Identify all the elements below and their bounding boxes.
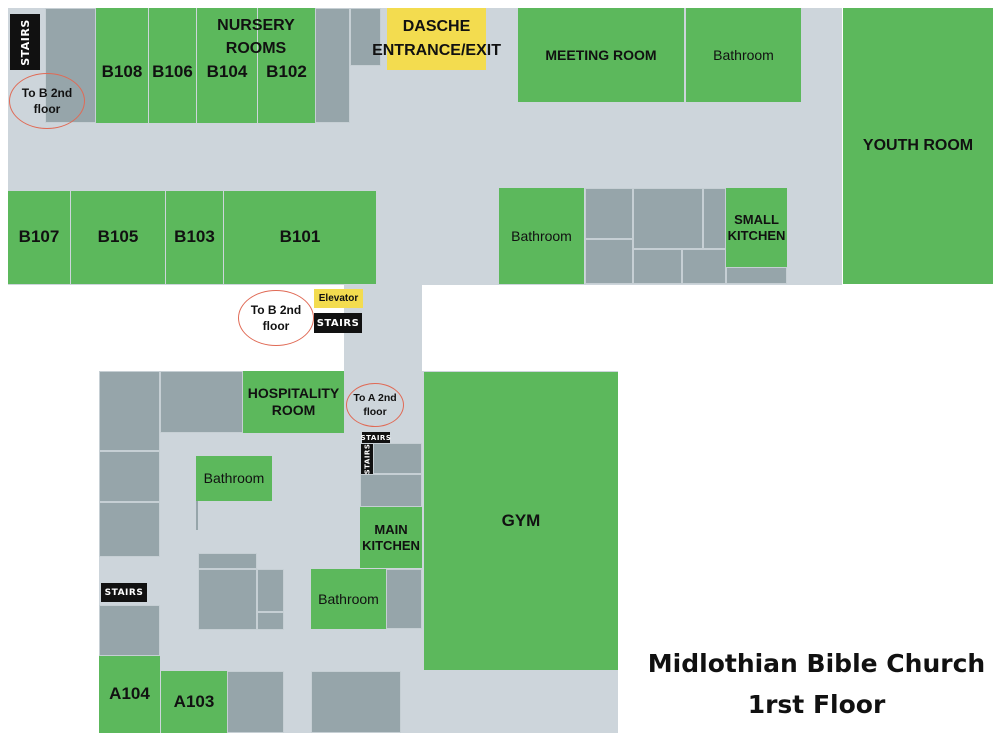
room-a103[interactable]: A103 <box>161 671 227 733</box>
room-b104[interactable]: B104 <box>197 8 257 123</box>
utility-space <box>99 502 160 557</box>
bathroom-east[interactable]: Bathroom <box>499 188 584 284</box>
room-a104[interactable]: A104 <box>99 656 160 733</box>
utility-space <box>585 239 633 284</box>
room-b101[interactable]: B101 <box>224 191 376 284</box>
to-b-2nd-floor-marker-central[interactable]: To B 2nd floor <box>238 290 314 346</box>
utility-space <box>257 612 284 630</box>
utility-space <box>311 671 401 733</box>
stairs-central[interactable]: STAIRS <box>314 313 362 333</box>
utility-space <box>99 605 160 656</box>
utility-space <box>315 8 350 123</box>
utility-space <box>682 249 726 284</box>
utility-space <box>386 569 422 629</box>
room-b102[interactable]: B102 <box>258 8 315 123</box>
utility-space <box>633 249 682 284</box>
stairs-northwest[interactable]: STAIRS <box>10 14 40 70</box>
utility-space <box>227 671 284 733</box>
meeting-room[interactable]: MEETING ROOM <box>518 8 684 102</box>
room-b106[interactable]: B106 <box>149 8 196 123</box>
utility-space <box>585 188 633 239</box>
map-title-line-1: Midlothian Bible Church <box>647 649 986 678</box>
utility-space <box>633 188 703 249</box>
dasche-entrance-exit[interactable]: DASCHE ENTRANCE/EXIT <box>372 8 501 70</box>
room-b107[interactable]: B107 <box>8 191 70 284</box>
utility-space <box>198 569 257 630</box>
utility-space <box>99 451 160 502</box>
room-b103[interactable]: B103 <box>166 191 223 284</box>
room-b108[interactable]: B108 <box>96 8 148 123</box>
hospitality-room[interactable]: HOSPITALITY ROOM <box>243 371 344 433</box>
utility-space <box>160 371 243 433</box>
utility-space <box>350 8 381 66</box>
stairs-southwest[interactable]: STAIRS <box>101 583 147 602</box>
utility-space <box>726 267 787 284</box>
bathroom-a-west[interactable]: Bathroom <box>196 456 272 501</box>
main-kitchen[interactable]: MAIN KITCHEN <box>360 507 422 568</box>
to-a-2nd-floor-marker[interactable]: To A 2nd floor <box>346 383 404 427</box>
nursery-rooms-label: NURSERY ROOMS <box>217 17 295 58</box>
wall-divider <box>196 501 198 530</box>
elevator[interactable]: Elevator <box>314 289 363 308</box>
utility-space <box>257 569 284 612</box>
to-b-2nd-floor-marker-northwest[interactable]: To B 2nd floor <box>9 73 85 129</box>
utility-space <box>703 188 726 249</box>
gym[interactable]: GYM <box>424 372 618 670</box>
stairs-main-kitchen-top[interactable]: STAIRS <box>360 432 392 443</box>
stairs-main-kitchen-side[interactable]: STAIRS <box>361 444 373 474</box>
bathroom-a-south[interactable]: Bathroom <box>311 569 386 629</box>
small-kitchen[interactable]: SMALL KITCHEN <box>726 188 787 267</box>
youth-room[interactable]: YOUTH ROOM <box>843 8 993 284</box>
map-title-line-2: 1rst Floor <box>747 690 886 719</box>
utility-space <box>99 371 160 451</box>
utility-space <box>360 474 422 507</box>
utility-space <box>373 443 422 474</box>
bathroom-northeast[interactable]: Bathroom <box>686 8 801 102</box>
room-b105[interactable]: B105 <box>71 191 165 284</box>
utility-space <box>198 553 257 569</box>
